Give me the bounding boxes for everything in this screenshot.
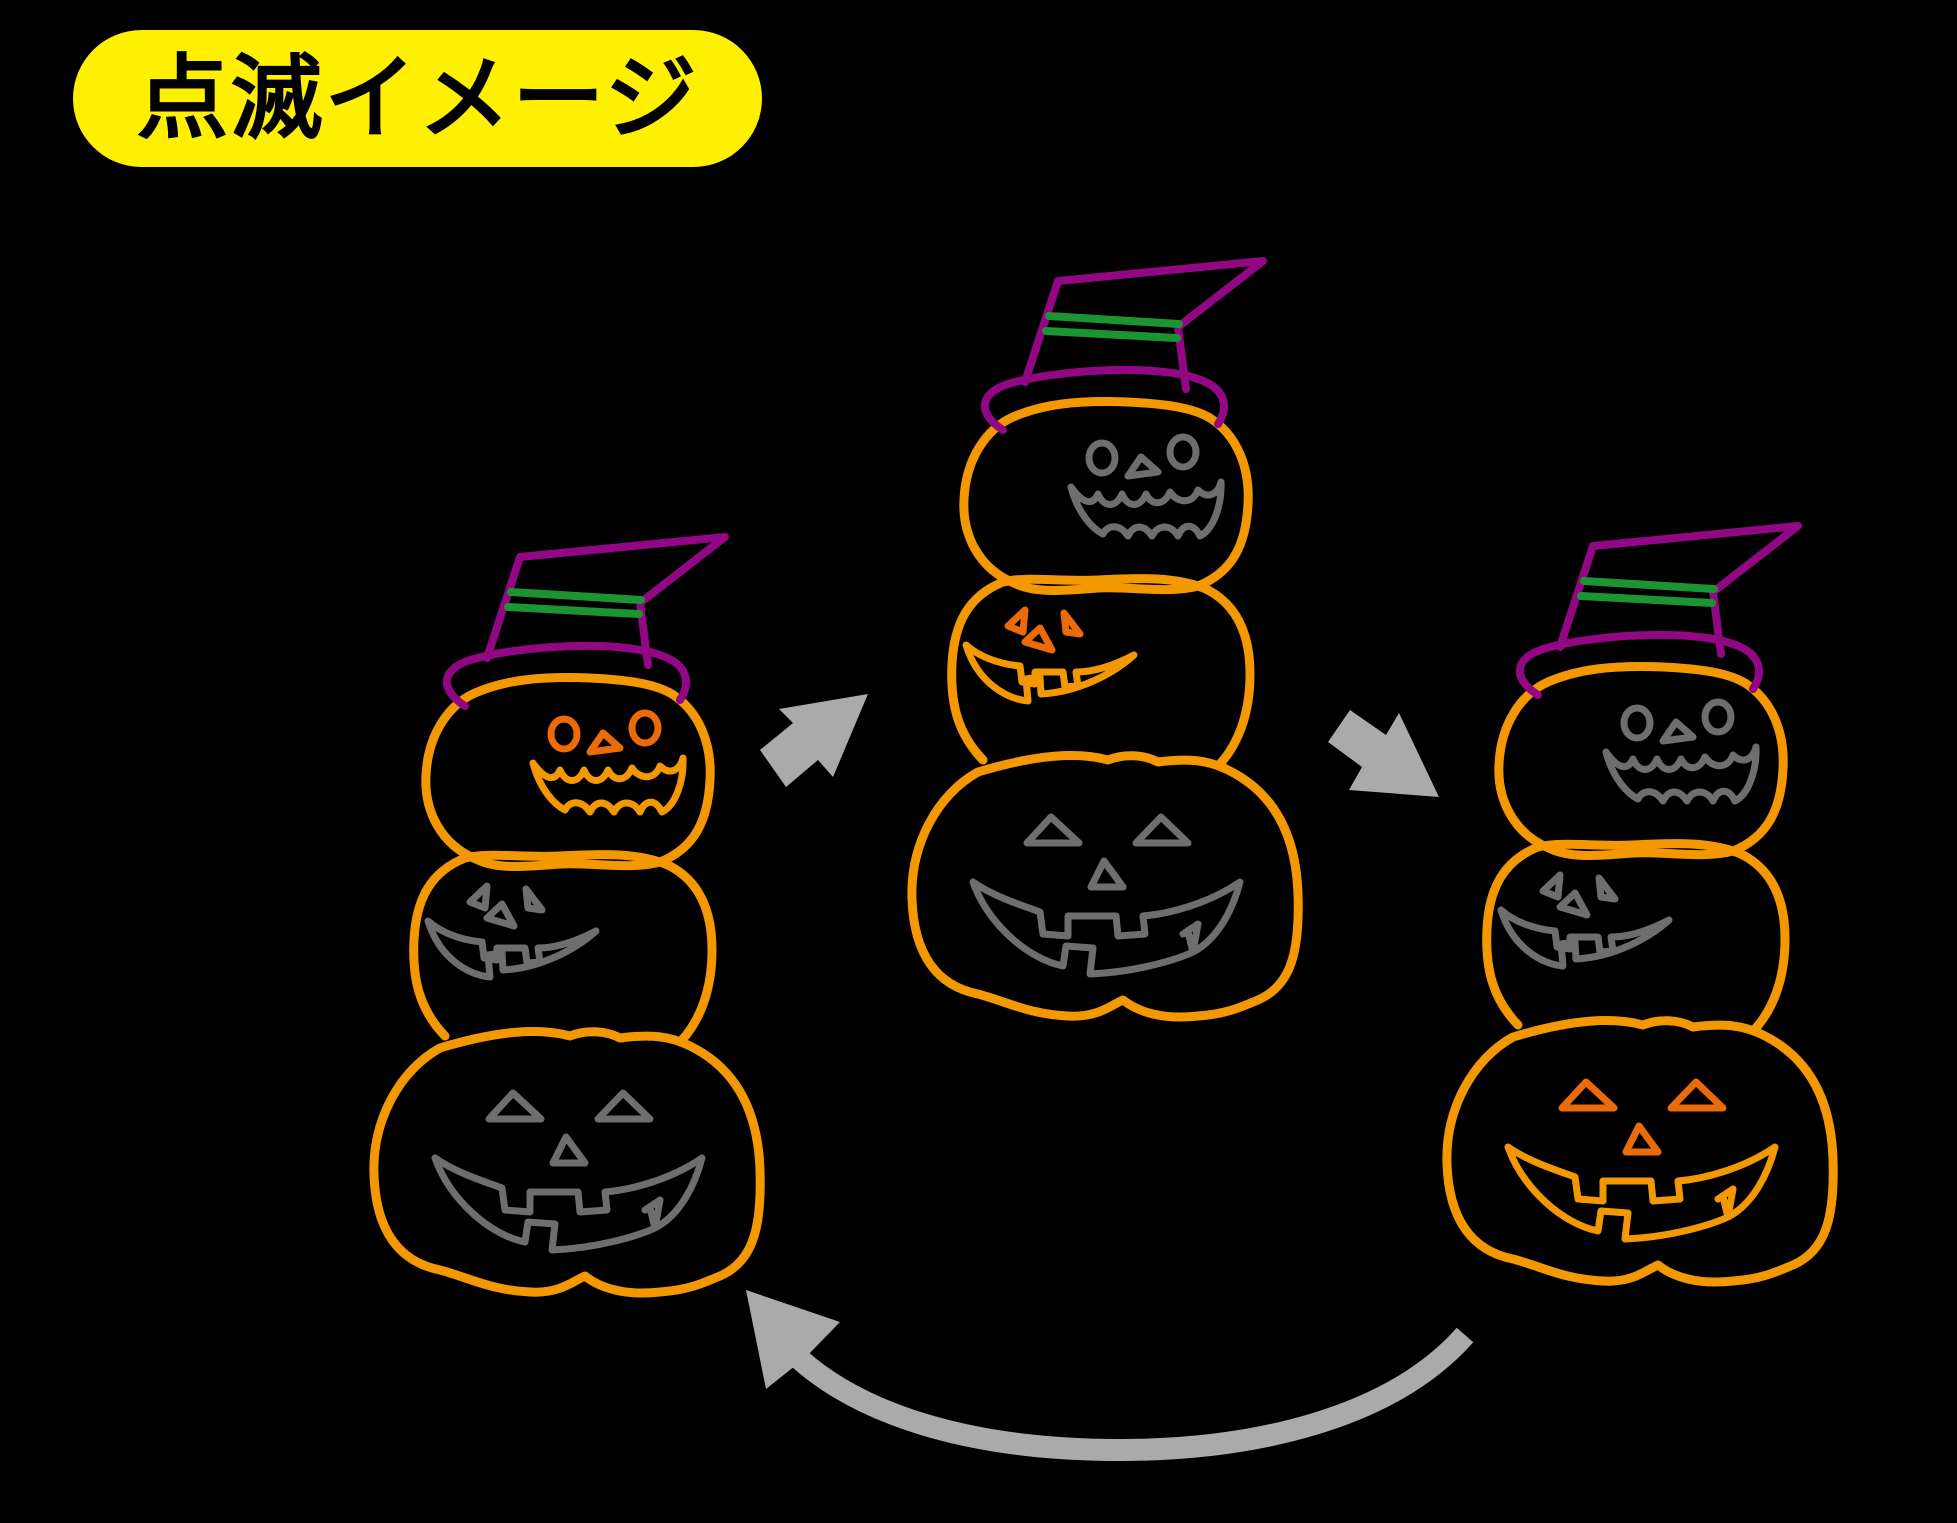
eye-nose-shape [547,715,581,753]
eye-nose-shape [1085,439,1119,477]
eye-nose-shape [1124,453,1162,480]
title-banner: 点滅イメージ [73,30,762,167]
mouth-shape [962,641,1138,705]
eye-nose-shape [1060,609,1084,638]
hat-band [1045,312,1183,328]
bottom-face [1504,1078,1779,1243]
witch-hat [980,365,1228,434]
bottom-pumpkin-outline [907,751,1303,1022]
eye-nose-shape [1021,624,1056,654]
bottom-pumpkin-outline [1442,1016,1838,1287]
eye-nose-shape [1132,813,1192,847]
eye-nose-shape [594,1089,654,1123]
middle-face [424,882,600,981]
eye-nose-shape [1595,874,1619,903]
middle-face [962,606,1138,705]
head-face [1067,433,1225,540]
arrow-step1-to-step2 [760,694,868,787]
mouth-shape [1497,906,1673,970]
eye-nose-shape [1004,606,1029,636]
arrow-step2-to-step3 [1328,710,1439,797]
hat-band [504,603,643,618]
hat-band [507,588,645,604]
figure-step-3 [1442,522,1838,1287]
eye-nose-shape [1087,857,1127,891]
eye-nose-shape [549,1133,589,1167]
bottom-pumpkin-outline [369,1027,765,1298]
eye-nose-shape [1701,698,1735,736]
mouth-shape [431,1154,706,1254]
witch-hat [442,641,690,710]
eye-nose-shape [483,900,518,930]
mouth-shape [1067,478,1225,540]
head-pumpkin-outline [1494,662,1788,860]
bottom-face [969,813,1244,978]
hat-band [1580,577,1718,593]
eye-nose-shape [1166,433,1200,471]
head-pumpkin-outline [421,673,715,871]
mouth-shape [529,754,687,816]
eye-nose-shape [1539,871,1564,901]
witch-hat [1515,630,1763,699]
eye-nose-shape [1622,1122,1662,1156]
head-face [1602,698,1760,805]
eye-nose-shape [485,1089,545,1123]
middle-pumpkin-outline [1482,839,1790,1034]
mouth-shape [424,917,600,981]
eye-nose-shape [628,709,662,747]
mouth-shape [1504,1143,1779,1243]
arrow-step3-to-step1-curve [782,1327,1474,1462]
eye-nose-shape [522,885,546,914]
eye-nose-shape [1620,704,1654,742]
hat-band [1042,327,1181,342]
eye-nose-shape [1558,1078,1618,1112]
title-text: 点滅イメージ [136,44,699,152]
mouth-shape [969,878,1244,978]
arrow-step3-to-step1-head [746,1290,840,1389]
eye-nose-shape [1659,718,1697,745]
eye-nose-shape [1667,1078,1727,1112]
eye-nose-shape [466,882,491,912]
middle-pumpkin-outline [409,850,717,1045]
middle-face [1497,871,1673,970]
mouth-shape [1602,743,1760,805]
eye-nose-shape [1556,889,1591,919]
bottom-face [431,1089,706,1254]
head-face [529,709,687,816]
eye-nose-shape [1023,813,1083,847]
eye-nose-shape [586,729,624,756]
head-pumpkin-outline [959,397,1253,595]
figure-step-1 [369,533,765,1298]
middle-pumpkin-outline [947,574,1255,769]
hat-band [1577,592,1716,607]
figure-step-2 [907,257,1303,1022]
